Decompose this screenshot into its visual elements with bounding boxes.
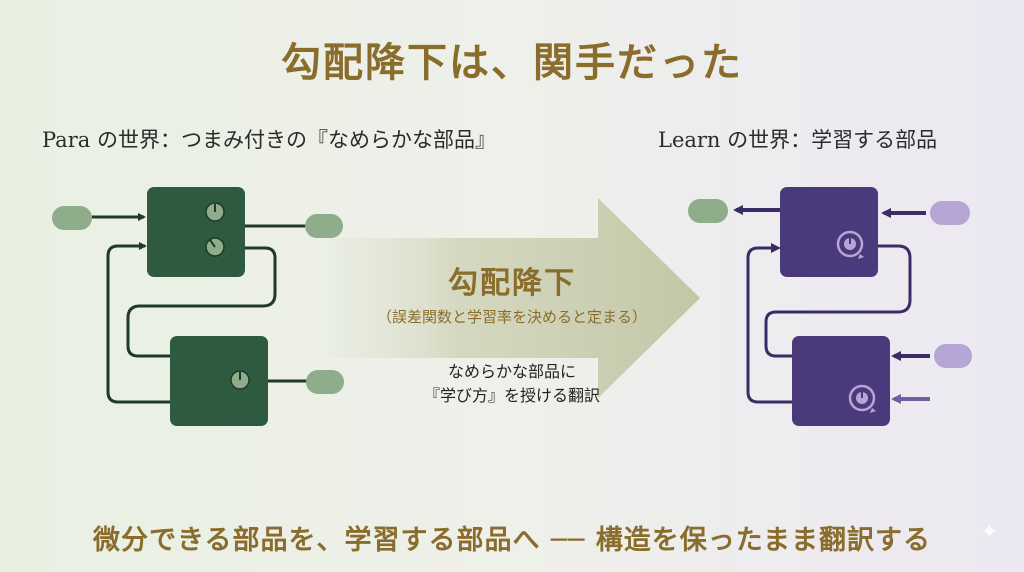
para-diagram xyxy=(52,187,344,426)
learn-input-port-mid xyxy=(934,344,972,368)
arrow-note-line-2: 『学び方』を授ける翻訳 xyxy=(423,386,600,405)
knob-icon xyxy=(205,237,225,257)
learn-box-top xyxy=(780,187,878,277)
para-input-port xyxy=(52,206,92,230)
para-output-port-top xyxy=(305,214,343,238)
learn-diagram xyxy=(688,187,972,426)
learn-world-label: Learn の世界：学習する部品 xyxy=(658,128,938,152)
para-box-top xyxy=(147,187,245,277)
learn-box-bottom xyxy=(792,336,890,426)
circular-arrow-knob-icon xyxy=(836,230,864,259)
arrow-title: 勾配降下 xyxy=(448,266,576,301)
circular-arrow-knob-icon xyxy=(848,384,876,413)
bottom-caption: 微分できる部品を、学習する部品へ ── 構造を保ったまま翻訳する xyxy=(93,525,931,556)
para-output-port-bottom xyxy=(306,370,344,394)
gradient-descent-arrow xyxy=(328,198,700,398)
para-box-bottom xyxy=(170,336,268,426)
para-world-label: Para の世界：つまみ付きの『なめらかな部品』 xyxy=(42,128,496,152)
learn-input-port-top xyxy=(930,201,970,225)
knob-icon xyxy=(230,370,250,390)
learn-loop-wire xyxy=(746,376,792,404)
arrow-note-line-1: なめらかな部品に xyxy=(447,362,576,381)
para-chain-wire xyxy=(126,246,277,358)
learn-output-port xyxy=(688,199,728,223)
arrow-subtitle: （誤差関数と学習率を決めると定まる） xyxy=(376,308,647,326)
para-loop-wire xyxy=(106,384,172,404)
learn-feedback-wire xyxy=(746,243,781,376)
knob-icon xyxy=(205,202,225,222)
para-feedback-wire xyxy=(106,242,147,384)
page-title: 勾配降下は、関手だった xyxy=(281,39,743,86)
learn-chain-wire xyxy=(764,244,912,358)
sparkle-icon: ✦ xyxy=(980,520,999,545)
